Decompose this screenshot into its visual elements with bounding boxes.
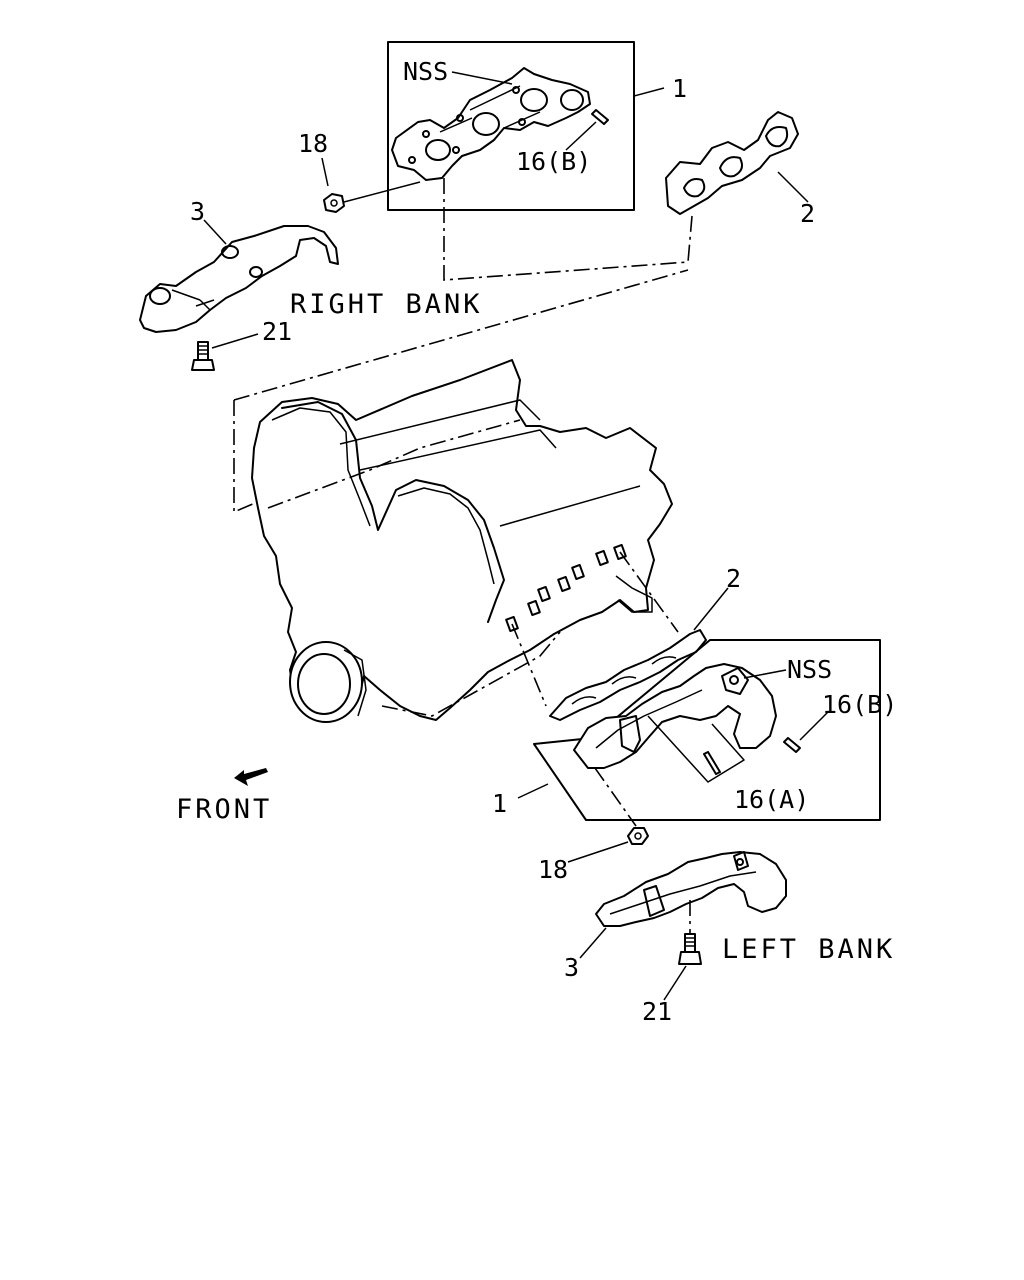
- right-bolt-21: [191, 333, 259, 371]
- callout-16b-top: 16(B): [516, 147, 591, 176]
- callout-nss-bottom: NSS: [787, 655, 832, 684]
- callout-18-bottom: 18: [538, 855, 568, 884]
- left-bolt-21: [663, 900, 702, 1001]
- callout-18-top: 18: [298, 129, 328, 158]
- right-manifold-gasket: [665, 111, 799, 215]
- left-stud-16a: [703, 751, 721, 775]
- right-stud-16b: [591, 109, 609, 125]
- engine-exhaust-ports: [505, 543, 627, 633]
- callout-3-top: 3: [190, 197, 205, 226]
- left-nut-18: [567, 827, 649, 863]
- right-exhaust-manifold: [391, 67, 591, 181]
- right-nut-18: [321, 157, 421, 213]
- front-label: FRONT: [176, 794, 272, 825]
- right-gasket-group: [665, 111, 809, 215]
- right-heat-shield: [139, 225, 339, 333]
- front-direction-arrow-icon: [234, 768, 268, 786]
- callout-1-top: 1: [672, 74, 687, 103]
- callout-2-top: 2: [800, 199, 815, 228]
- callout-21-bottom: 21: [642, 997, 672, 1026]
- left-bank-alignment-lines: [511, 551, 679, 827]
- callout-3-bottom: 3: [564, 953, 579, 982]
- left-heat-shield-group: [579, 851, 787, 959]
- left-gasket-group: [549, 587, 729, 721]
- left-bank-label: LEFT BANK: [722, 934, 895, 965]
- right-bank-alignment-lines: [233, 178, 693, 514]
- callout-1-bottom: 1: [492, 789, 507, 818]
- right-bank-manifold-group: [387, 41, 665, 211]
- right-manifold-callout-box: [387, 41, 635, 211]
- callout-nss-top: NSS: [403, 57, 448, 86]
- callout-2-bottom: 2: [726, 564, 741, 593]
- left-bank-manifold-group: [517, 639, 881, 821]
- callout-21-top: 21: [262, 317, 292, 346]
- right-heat-shield-group: [139, 219, 339, 333]
- callout-16b-bottom: 16(B): [822, 690, 897, 719]
- engine-block: [251, 359, 673, 723]
- left-stud-16b: [783, 737, 801, 753]
- left-exhaust-manifold: [573, 663, 777, 769]
- callout-16a: 16(A): [734, 785, 809, 814]
- right-bank-label: RIGHT BANK: [290, 289, 483, 320]
